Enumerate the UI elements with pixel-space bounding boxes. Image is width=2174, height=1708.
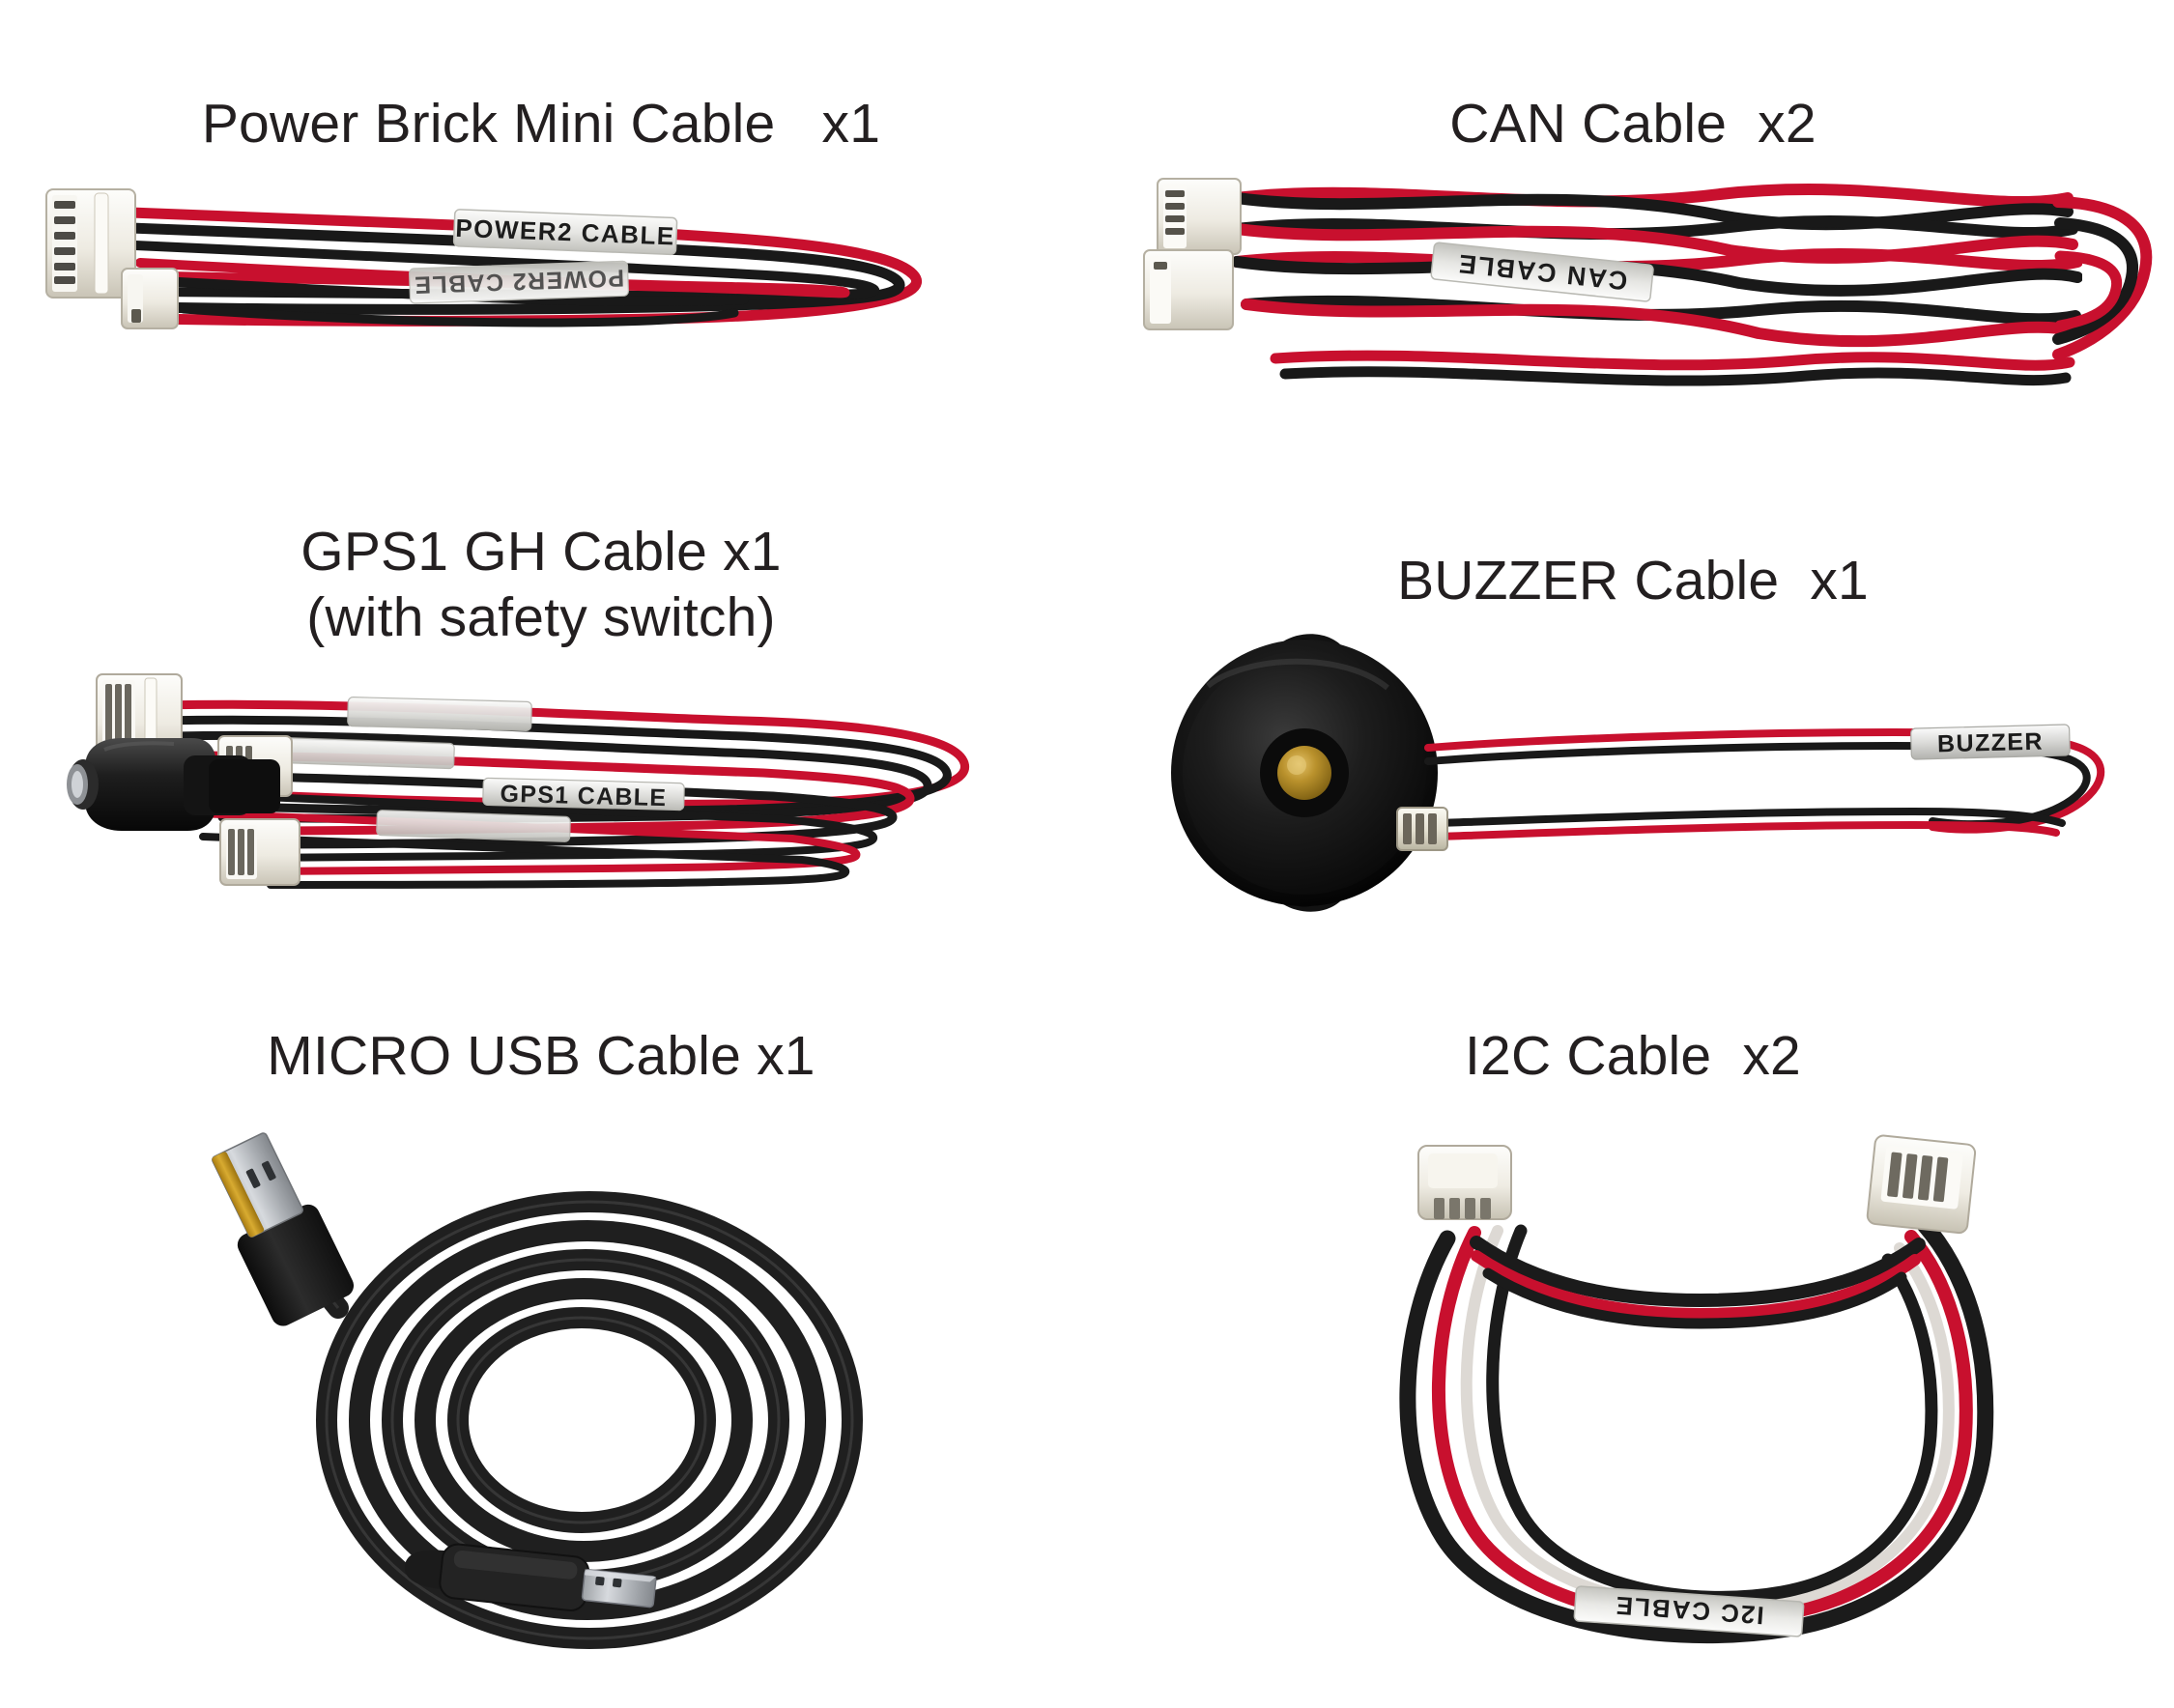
connector-4pin-left	[1417, 1145, 1512, 1220]
safety-switch	[67, 738, 280, 831]
svg-text:BUZZER: BUZZER	[1937, 728, 2044, 758]
art-gps1-gh-cable: GPS1 CABLE	[29, 667, 1073, 956]
connector-6pin-lower	[219, 818, 300, 886]
art-buzzer-cable: BUZZER	[1121, 618, 2174, 937]
caption-micro-usb-cable: MICRO USB Cable x1	[267, 1025, 815, 1087]
caption-gps1-gh-cable-line2: (with safety switch)	[306, 586, 776, 648]
art-can-cable: CAN CABLE	[1140, 169, 2174, 411]
item-gps1-gh-cable: GPS1 GH Cable x1 (with safety switch)	[0, 483, 1082, 1024]
caption-power-brick-mini-cable: Power Brick Mini Cable x1	[201, 93, 881, 155]
caption-can-cable: CAN Cable x2	[1449, 93, 1816, 155]
art-power-brick-mini-cable: POWER2 CABLE POWER2 CABLE	[39, 174, 1063, 406]
caption-i2c-cable: I2C Cable x2	[1465, 1025, 1801, 1087]
connector-4pin-upper	[1157, 178, 1242, 255]
art-micro-usb-cable	[193, 1130, 908, 1681]
svg-text:GPS1 CABLE: GPS1 CABLE	[500, 781, 667, 812]
caption-buzzer-cable: BUZZER Cable x1	[1397, 550, 1869, 612]
usb-a-plug	[212, 1132, 355, 1326]
connector-2pin	[121, 268, 179, 329]
connector-4pin-lower	[1143, 249, 1234, 330]
item-i2c-cable: I2C Cable x2	[1092, 1014, 2174, 1708]
item-power-brick-mini-cable: Power Brick Mini Cable x1	[0, 0, 1082, 541]
micro-usb-plug	[404, 1543, 657, 1611]
connector-2pin-buzzer	[1396, 807, 1448, 851]
piezo-buzzer	[1171, 634, 1438, 912]
caption-gps1-gh-cable-line1: GPS1 GH Cable x1	[300, 521, 782, 583]
connector-6pin	[45, 188, 136, 299]
art-i2c-cable: I2C CABLE	[1382, 1130, 2019, 1681]
item-buzzer-cable: BUZZER Cable x1	[1092, 483, 2174, 1024]
connector-4pin-right	[1866, 1134, 1977, 1235]
item-can-cable: CAN Cable x2	[1092, 0, 2174, 541]
item-micro-usb-cable: MICRO USB Cable x1	[0, 1014, 1082, 1708]
